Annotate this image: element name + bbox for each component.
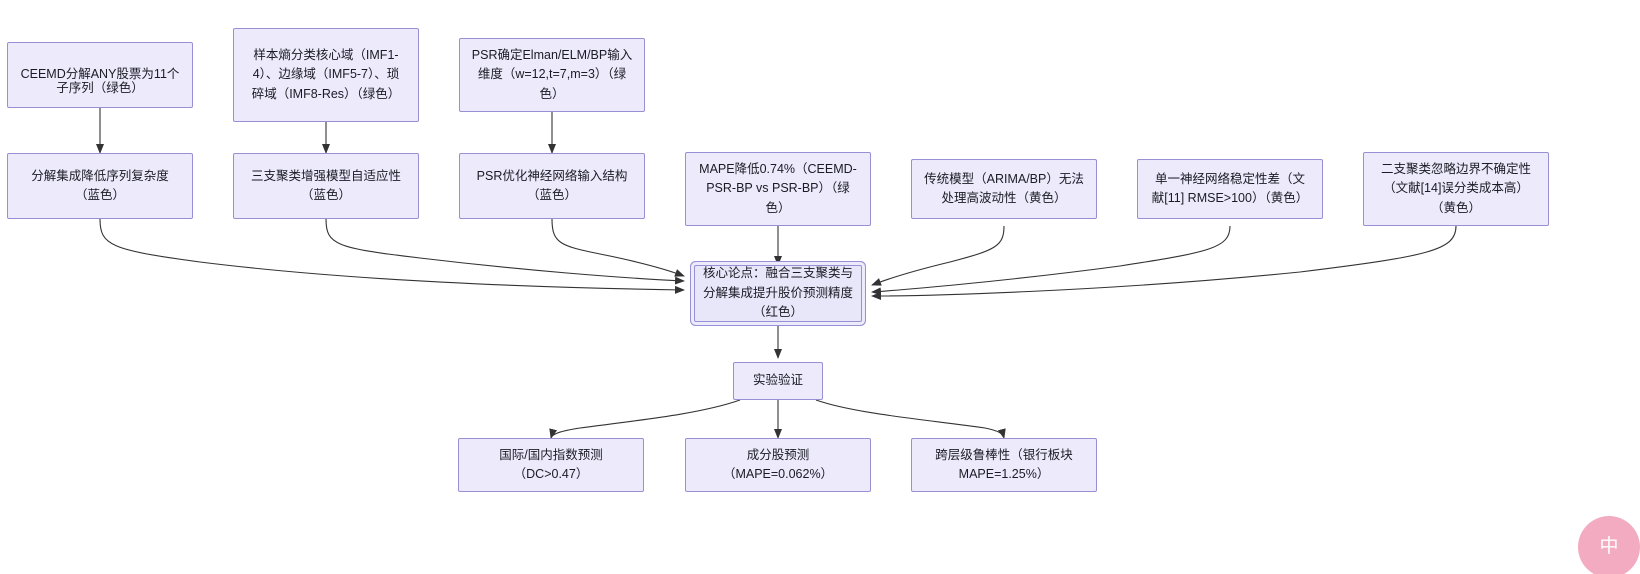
node-label: PSR确定Elman/ELM/BP输入 [471, 47, 633, 62]
node-label: 跨层级鲁棒性（银行板块 [935, 447, 1073, 462]
node-label-line2: （蓝色） [74, 188, 125, 202]
node-label-line2: 4）、边缘域（IMF5-7）、琐 [252, 67, 400, 82]
node-label: 分解集成降低序列复杂度 [31, 168, 169, 183]
edge-c2-core [325, 218, 685, 285]
node-label-line2: 处理高波动性（黄色） [941, 191, 1067, 205]
node-label: 二支聚类忽略边界不确定性 [1380, 161, 1531, 176]
node-cross-level-robustness-result[interactable]: 跨层级鲁棒性（银行板块 MAPE=1.25%） [911, 438, 1097, 492]
node-label-line2: 献[11] RMSE>100）（黄色） [1151, 191, 1309, 205]
node-label-line2: 维度（w=12,t=7,m=3）（绿 [477, 67, 627, 82]
node-label-line2: （DC>0.47） [513, 467, 589, 481]
node-index-prediction-result[interactable]: 国际/国内指数预测 （DC>0.47） [458, 438, 644, 492]
node-label-line2: MAPE=1.25%） [958, 467, 1050, 481]
edge-exp-r1 [549, 399, 741, 439]
edge-y2-core [871, 225, 1231, 296]
edge-y1-core [871, 225, 1005, 286]
node-label: MAPE降低0.74%（CEEMD- [699, 161, 857, 176]
node-label-line2: （文献[14]误分类成本高） [1383, 181, 1529, 196]
node-label: 单一神经网络稳定性差（文 [1154, 171, 1305, 186]
node-label: 样本熵分类核心域（IMF1- [253, 47, 399, 62]
node-label-line2: （蓝色） [300, 188, 351, 202]
node-label-line2: （MAPE=0.062%） [722, 467, 834, 481]
edge-y3-core [871, 225, 1457, 300]
node-constituent-stock-result[interactable]: 成分股预测 （MAPE=0.062%） [685, 438, 871, 492]
node-two-way-clustering-boundary[interactable]: 二支聚类忽略边界不确定性 （文献[14]误分类成本高） （黄色） [1363, 152, 1549, 226]
edge-c1-core [99, 218, 685, 294]
node-label: PSR优化神经网络输入结构 [476, 168, 628, 183]
node-label-line3: 色） [765, 200, 791, 215]
node-traditional-models-limitation[interactable]: 传统模型（ARIMA/BP）无法 处理高波动性（黄色） [911, 159, 1097, 219]
node-core-thesis[interactable]: 核心论点：融合三支聚类与 分解集成提升股价预测精度 （红色） [694, 265, 862, 322]
node-psr-input-dimension[interactable]: PSR确定Elman/ELM/BP输入 维度（w=12,t=7,m=3）（绿 色… [459, 38, 645, 112]
node-label-line3: （红色） [752, 305, 803, 320]
edge-c3-core [551, 218, 685, 277]
node-decomposition-reduces-complexity[interactable]: 分解集成降低序列复杂度 （蓝色） [7, 153, 193, 219]
node-single-nn-instability[interactable]: 单一神经网络稳定性差（文 献[11] RMSE>100）（黄色） [1137, 159, 1323, 219]
node-label-line3: （黄色） [1430, 200, 1481, 215]
node-label: 实验验证 [752, 373, 803, 388]
node-label-line2: PSR-BP vs PSR-BP）（绿 [706, 181, 850, 196]
edge-exp-r3 [815, 399, 1006, 439]
node-label-line2: （蓝色） [526, 188, 577, 202]
node-sample-entropy-classification[interactable]: 样本熵分类核心域（IMF1- 4）、边缘域（IMF5-7）、琐 碎域（IMF8-… [233, 28, 419, 122]
node-label: 传统模型（ARIMA/BP）无法 [924, 171, 1084, 186]
node-psr-optimizes-nn-input[interactable]: PSR优化神经网络输入结构 （蓝色） [459, 153, 645, 219]
node-label-line2: 分解集成提升股价预测精度 [703, 285, 854, 300]
node-label: 三支聚类增强模型自适应性 [250, 168, 401, 183]
node-experiment-validation[interactable]: 实验验证 [733, 362, 823, 400]
node-label: 成分股预测 [746, 447, 810, 462]
node-mape-reduction-evidence[interactable]: MAPE降低0.74%（CEEMD- PSR-BP vs PSR-BP）（绿 色… [685, 152, 871, 226]
node-ceemd-decomposition[interactable]: CEEMD分解ANY股票为11个 [7, 42, 193, 108]
watermark-text: 中 [1599, 535, 1619, 557]
node-ceemd-decomposition-line2: 子序列（绿色） [7, 42, 193, 108]
watermark-badge: 中 [1578, 516, 1640, 574]
node-three-way-clustering-adaptivity[interactable]: 三支聚类增强模型自适应性 （蓝色） [233, 153, 419, 219]
node-label: 核心论点：融合三支聚类与 [703, 266, 854, 281]
node-label-line3: 碎域（IMF8-Res）（绿色） [251, 86, 401, 101]
node-label-line2: 子序列（绿色） [56, 80, 144, 95]
node-label: CEEMD分解ANY股票为11个 [20, 67, 180, 82]
node-label-line3: 色） [539, 86, 565, 101]
node-label: 国际/国内指数预测 [499, 447, 603, 462]
